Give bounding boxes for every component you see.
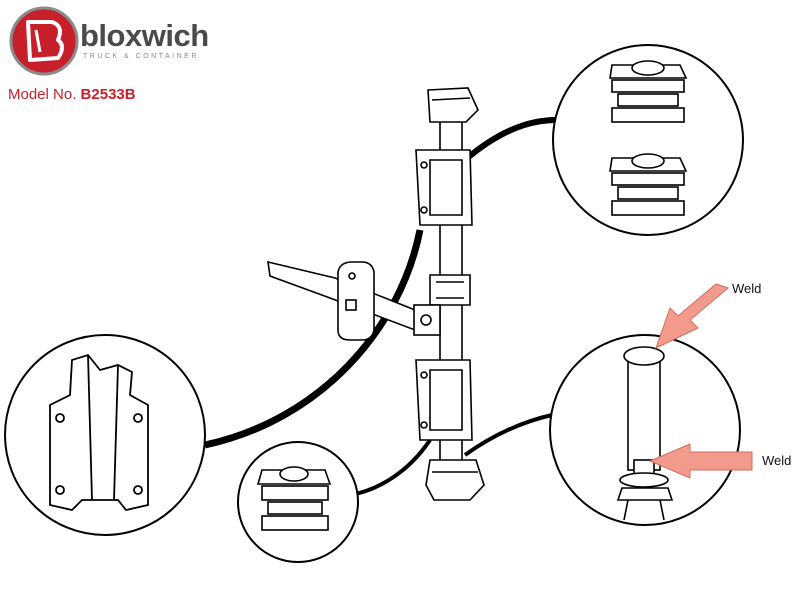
weld-arrow-bottom: [648, 443, 753, 479]
locking-bar-assembly: [267, 87, 485, 501]
brand-tagline: TRUCK & CONTAINER: [83, 53, 199, 60]
detail-circle-clamps: [552, 44, 744, 236]
weld-label-top: Weld: [732, 281, 762, 296]
bloxwich-logo-mark: [9, 6, 79, 76]
model-number: B2533B: [80, 86, 136, 103]
weld-label-bottom: Weld: [762, 453, 792, 468]
detail-circle-guide: [237, 441, 359, 563]
brand-name: bloxwich: [80, 18, 209, 53]
detail-circle-weld: [549, 283, 753, 526]
connector-lines: [204, 117, 557, 497]
model-label: Model No.: [8, 86, 77, 103]
weld-arrow-top: [655, 283, 730, 349]
detail-circle-bracket: [4, 334, 206, 536]
model-number-line: Model No. B2533B: [8, 86, 136, 103]
